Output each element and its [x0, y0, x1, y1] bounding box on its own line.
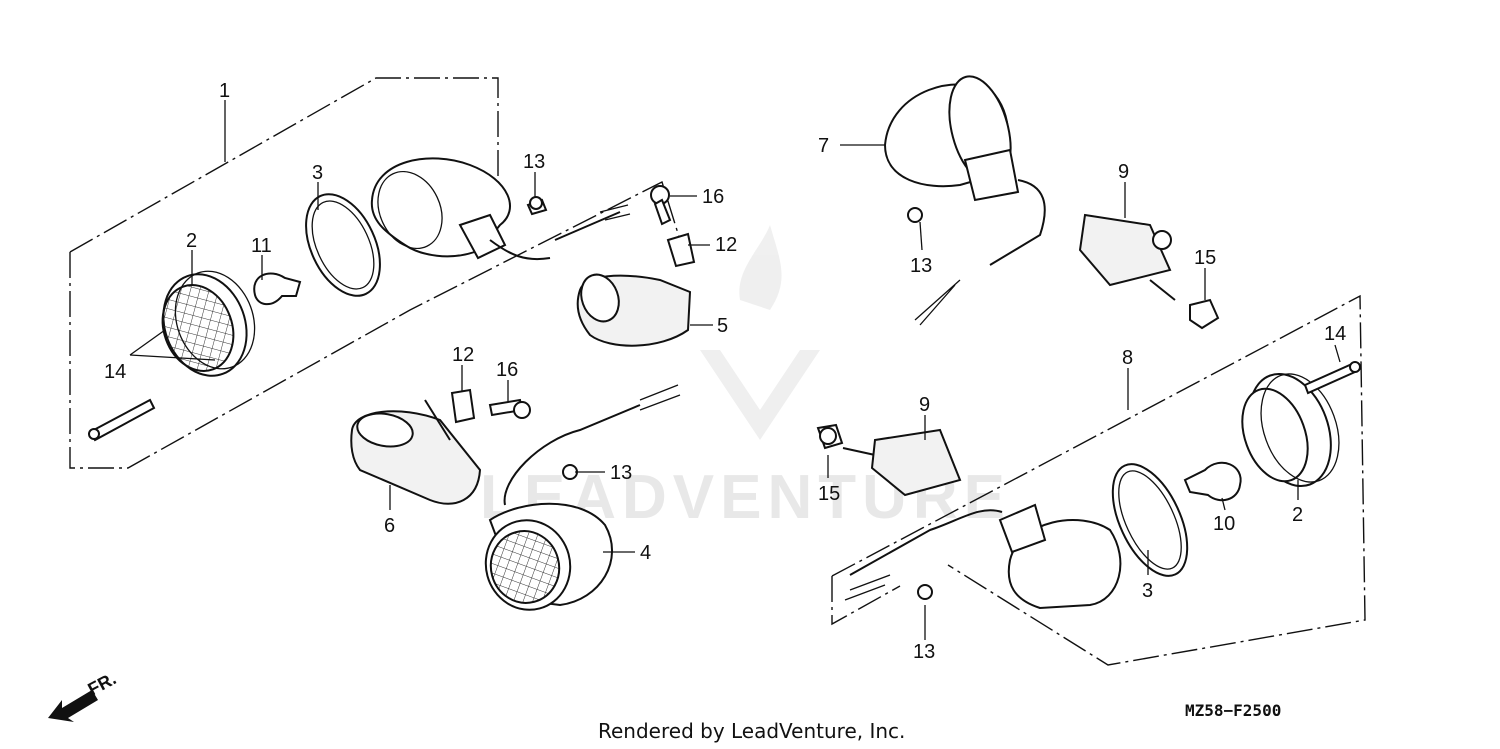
part-9-resistor-top — [1078, 213, 1176, 301]
part-12-collar-a — [666, 232, 696, 268]
callout-14-right: 14 — [1324, 323, 1346, 345]
callout-15-top: 15 — [1194, 247, 1216, 269]
callout-14-left: 14 — [104, 361, 126, 383]
callout-9-top: 9 — [1118, 161, 1129, 183]
part-15-nut-bottom — [816, 423, 844, 450]
callout-8: 8 — [1122, 347, 1133, 369]
front-arrow-icon — [48, 690, 98, 722]
callout-9-bottom: 9 — [919, 394, 930, 416]
front-direction-indicator: FR. — [48, 668, 119, 722]
callout-1: 1 — [219, 80, 230, 102]
part-14-screw-left — [88, 398, 156, 442]
callout-5: 5 — [717, 315, 728, 337]
part-13-screw-b — [562, 464, 578, 480]
part-4-signal-front-left — [484, 384, 681, 611]
callout-10: 10 — [1213, 513, 1235, 535]
callout-6: 6 — [384, 515, 395, 537]
callout-16-b: 16 — [496, 359, 518, 381]
callout-13-b: 13 — [610, 462, 632, 484]
leader-lines — [129, 100, 1341, 640]
part-12-collar-b — [450, 388, 476, 424]
callout-4: 4 — [640, 542, 651, 564]
callout-numbers: 1 2 3 11 14 13 16 12 5 12 16 6 13 4 7 13… — [104, 80, 1346, 663]
diagram-code: MZ58−F2500 — [1185, 701, 1281, 720]
part-7-signal-rear-right — [883, 75, 1046, 326]
part-2-lens-front-left — [161, 270, 256, 377]
callout-11: 11 — [251, 235, 272, 257]
part-13-screw-c — [907, 207, 923, 223]
callout-3-left: 3 — [312, 162, 323, 184]
part-signal-rear-left — [844, 503, 1122, 610]
part-2-lens-rear-right — [1241, 372, 1340, 488]
callout-2-right: 2 — [1292, 504, 1303, 526]
part-16-bolt-b — [488, 398, 531, 419]
callout-12-a: 12 — [715, 234, 737, 256]
callout-3-right: 3 — [1142, 580, 1153, 602]
part-3-gasket-left — [305, 193, 381, 297]
part-11-bulb-left — [253, 272, 302, 306]
callout-7: 7 — [818, 135, 829, 157]
part-14-screw-right — [1303, 361, 1361, 395]
callout-13-d: 13 — [913, 641, 935, 663]
callout-12-b: 12 — [452, 344, 474, 366]
assembly-8-boundary — [831, 294, 1366, 666]
part-9-resistor-bottom — [842, 428, 962, 497]
part-15-nut-top — [1189, 298, 1220, 330]
callout-2-left: 2 — [186, 230, 197, 252]
callout-13-a: 13 — [523, 151, 545, 173]
callout-13-c: 13 — [910, 255, 932, 277]
callout-16-a: 16 — [702, 186, 724, 208]
part-13-screw-d — [917, 584, 933, 600]
part-5-bracket-right — [576, 273, 692, 347]
callout-15-bottom: 15 — [818, 483, 840, 505]
part-16-bolt-a — [650, 185, 672, 226]
part-3-gasket-right — [1111, 463, 1189, 577]
credit-text: Rendered by LeadVenture, Inc. — [598, 719, 905, 743]
part-housing-front-left — [370, 157, 631, 261]
part-10-bulb-right — [1183, 461, 1242, 502]
part-6-bracket-left — [350, 399, 482, 505]
part-13-screw-a — [526, 196, 548, 216]
